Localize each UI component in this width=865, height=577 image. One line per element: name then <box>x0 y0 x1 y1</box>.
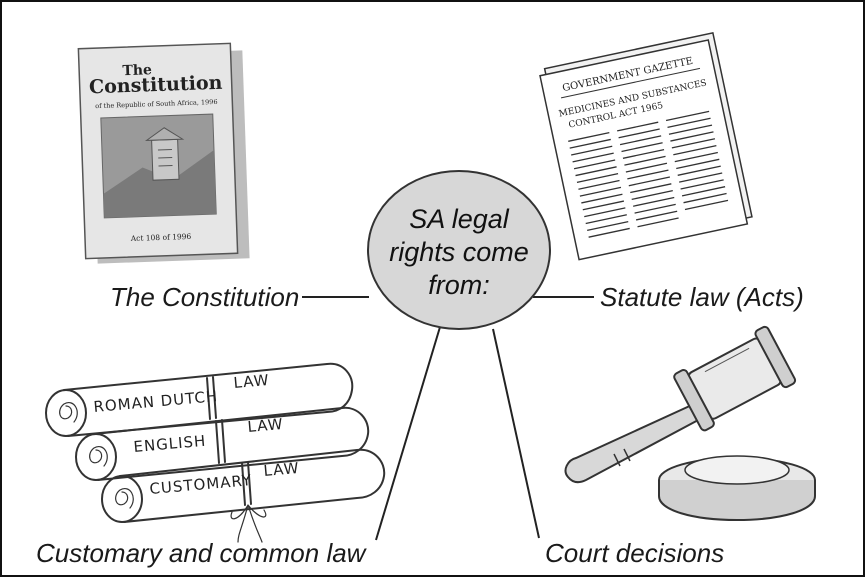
scroll-customary-law: LAW <box>263 459 300 480</box>
scroll-customary: CUSTOMARY LAW <box>101 448 386 543</box>
label-statute: Statute law (Acts) <box>600 282 804 312</box>
center-text-line1: SA legal <box>409 203 509 234</box>
label-court: Court decisions <box>545 538 725 568</box>
book-title: Constitution <box>89 72 223 99</box>
law-scrolls-illustration: ROMAN DUTCH LAW ENGLISH LAW <box>45 362 386 543</box>
scroll-roman-dutch-law: LAW <box>233 371 270 392</box>
center-text-line3: from: <box>428 269 490 300</box>
center-circle: SA legal rights come from: <box>367 170 551 330</box>
scroll-roman-dutch-name: ROMAN DUTCH <box>93 387 219 416</box>
connector-customary <box>375 326 441 541</box>
center-text: SA legal rights come from: <box>389 199 529 302</box>
connector-court <box>492 328 540 539</box>
label-customary: Customary and common law <box>36 538 366 568</box>
scroll-roman-dutch: ROMAN DUTCH LAW <box>45 362 354 437</box>
center-text-line2: rights come <box>389 236 529 267</box>
gavel-illustration <box>564 325 816 522</box>
scroll-customary-name: CUSTOMARY <box>149 471 253 498</box>
scroll-english: ENGLISH LAW <box>75 406 370 481</box>
gazette-illustration: GOVERNMENT GAZETTE MEDICINES AND SUBSTAN… <box>539 31 753 261</box>
scroll-english-name: ENGLISH <box>133 432 207 456</box>
book-title-small: The <box>122 62 152 79</box>
constitution-book-illustration: The Constitution of the Republic of Sout… <box>77 42 250 264</box>
label-constitution: The Constitution <box>110 282 300 312</box>
book-act: Act 108 of 1996 <box>130 232 192 243</box>
scroll-english-law: LAW <box>247 415 284 436</box>
